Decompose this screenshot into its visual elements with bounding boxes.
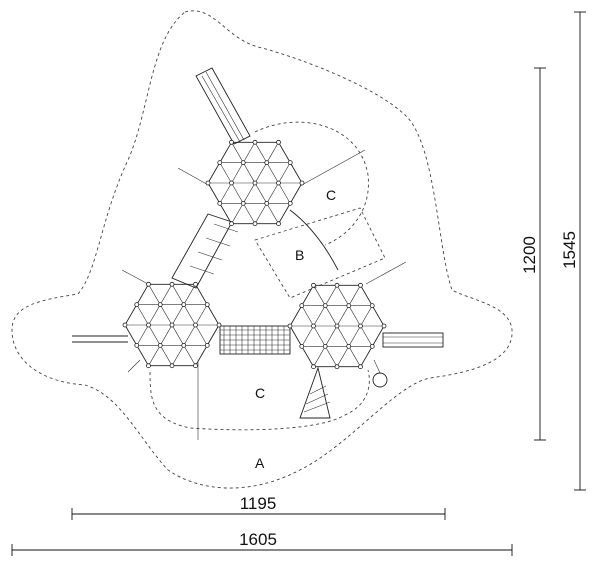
frame-node xyxy=(358,323,363,329)
frame-node xyxy=(264,160,270,166)
hexagon-tower-left xyxy=(122,281,222,369)
frame-node xyxy=(146,281,151,287)
frame-node xyxy=(299,343,305,349)
frame-node xyxy=(169,322,175,328)
frame-node xyxy=(205,180,211,186)
frame-node xyxy=(334,323,340,329)
frame-node xyxy=(204,302,210,308)
frame-node xyxy=(264,200,270,206)
top-slide xyxy=(195,67,251,145)
dimension-outer-height: 1545 xyxy=(560,11,586,491)
diagonal-ladder xyxy=(171,213,239,289)
frame-bar xyxy=(219,162,256,224)
frame-bar xyxy=(136,304,173,366)
frame-node xyxy=(287,160,293,166)
frame-node xyxy=(311,323,316,329)
frame-node xyxy=(252,221,258,227)
frame-node xyxy=(229,139,234,145)
dimension-outer-width: 1605 xyxy=(11,530,513,556)
frame-node xyxy=(334,364,340,370)
frame-node xyxy=(276,139,281,145)
frame-node xyxy=(217,160,223,166)
frame-node xyxy=(157,302,163,308)
frame-bar xyxy=(254,162,291,224)
frame-node xyxy=(346,343,352,349)
frame-node xyxy=(358,282,363,288)
right-slide xyxy=(382,332,444,348)
frame-node xyxy=(299,303,305,309)
frame-node xyxy=(287,200,293,206)
frame-node xyxy=(217,200,223,206)
hexagon-tower-top xyxy=(205,139,305,227)
frame-node xyxy=(229,180,234,186)
frame-node xyxy=(381,323,387,329)
frame-bar xyxy=(136,284,173,346)
frame-node xyxy=(252,139,258,145)
frame-bar xyxy=(336,305,373,367)
zone-c-top-boundary xyxy=(254,121,369,246)
frame-bar xyxy=(254,142,291,204)
frame-node xyxy=(240,200,246,206)
frame-node xyxy=(287,323,293,329)
frame-node xyxy=(229,221,234,227)
frame-node xyxy=(369,343,375,349)
frame-node xyxy=(358,364,363,370)
frame-node xyxy=(157,342,163,348)
frame-node xyxy=(252,180,258,186)
frame-bar xyxy=(301,285,338,347)
frame-node xyxy=(276,180,281,186)
zone-label-b: B xyxy=(295,247,304,263)
hexagon-tower-right xyxy=(287,282,387,370)
frame-node xyxy=(299,180,305,186)
dimension-outer-height-label: 1545 xyxy=(560,231,579,269)
frame-node xyxy=(122,322,128,328)
zone-label-c-top: C xyxy=(326,187,336,203)
frame-bar xyxy=(336,285,373,347)
frame-node xyxy=(216,322,222,328)
frame-node xyxy=(204,342,210,348)
frame-node xyxy=(346,303,352,309)
frame-node xyxy=(181,342,187,348)
dimension-inner-width-label: 1195 xyxy=(240,494,277,513)
dimension-outer-width-label: 1605 xyxy=(239,530,277,549)
frame-node xyxy=(134,342,140,348)
frame-node xyxy=(311,364,316,370)
left-bars xyxy=(72,335,128,343)
dimension-inner-width: 1195 xyxy=(71,494,446,520)
frame-bar xyxy=(301,305,338,367)
frame-node xyxy=(311,282,316,288)
frame-bar xyxy=(219,142,256,204)
zone-label-a: A xyxy=(255,455,265,471)
frame-node xyxy=(193,281,198,287)
frame-node xyxy=(193,322,198,328)
frame-node xyxy=(240,160,246,166)
hanging-ring xyxy=(372,372,388,388)
frame-node xyxy=(334,282,340,288)
frame-node xyxy=(169,281,175,287)
frame-node xyxy=(322,343,328,349)
frame-node xyxy=(193,363,198,369)
rope-traverse xyxy=(289,209,339,271)
zone-label-c-bottom: C xyxy=(255,385,265,401)
frame-node xyxy=(169,363,175,369)
frame-node xyxy=(276,221,281,227)
frame-node xyxy=(134,302,140,308)
frame-bar xyxy=(171,304,208,366)
dimension-inner-height: 1200 xyxy=(520,67,546,441)
frame-node xyxy=(181,302,187,308)
frame-node xyxy=(369,303,375,309)
zone-a-boundary xyxy=(11,10,513,489)
frame-node xyxy=(146,363,151,369)
net-bridge xyxy=(219,325,291,355)
frame-node xyxy=(146,322,151,328)
frame-node xyxy=(322,303,328,309)
triangle-climber xyxy=(299,366,331,419)
dimension-inner-height-label: 1200 xyxy=(520,236,539,274)
zone-c-bottom-boundary xyxy=(149,369,370,431)
frame-bar xyxy=(171,284,208,346)
zone-b-boundary xyxy=(254,207,386,299)
support-posts xyxy=(121,149,407,440)
